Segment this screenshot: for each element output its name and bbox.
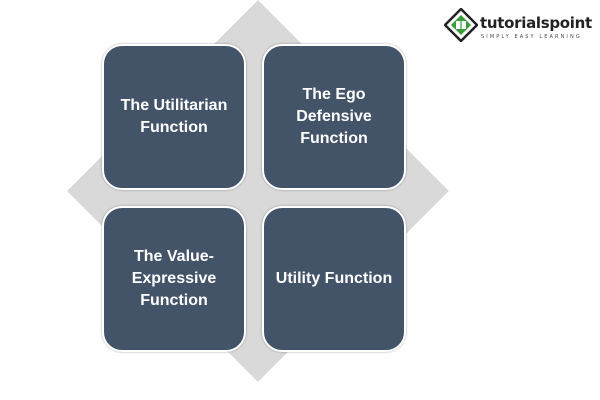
logo-emblem-icon bbox=[444, 8, 478, 42]
box-label: The Ego Defensive Function bbox=[296, 86, 372, 147]
logo-wordmark: tutorialspoint bbox=[480, 14, 592, 32]
box-utilitarian-function: The Utilitarian Function bbox=[102, 44, 246, 190]
box-ego-defensive-function: The Ego Defensive Function bbox=[262, 44, 406, 190]
box-label: The Utilitarian Function bbox=[120, 97, 228, 136]
logo-tagline: SIMPLY EASY LEARNING bbox=[481, 34, 582, 40]
box-utility-function: Utility Function bbox=[262, 206, 406, 352]
box-label: The Value-Expressive Function bbox=[131, 248, 217, 309]
tutorialspoint-logo: tutorialspoint SIMPLY EASY LEARNING bbox=[444, 8, 594, 48]
box-label: Utility Function bbox=[275, 270, 393, 287]
box-value-expressive-function: The Value-Expressive Function bbox=[102, 206, 246, 352]
